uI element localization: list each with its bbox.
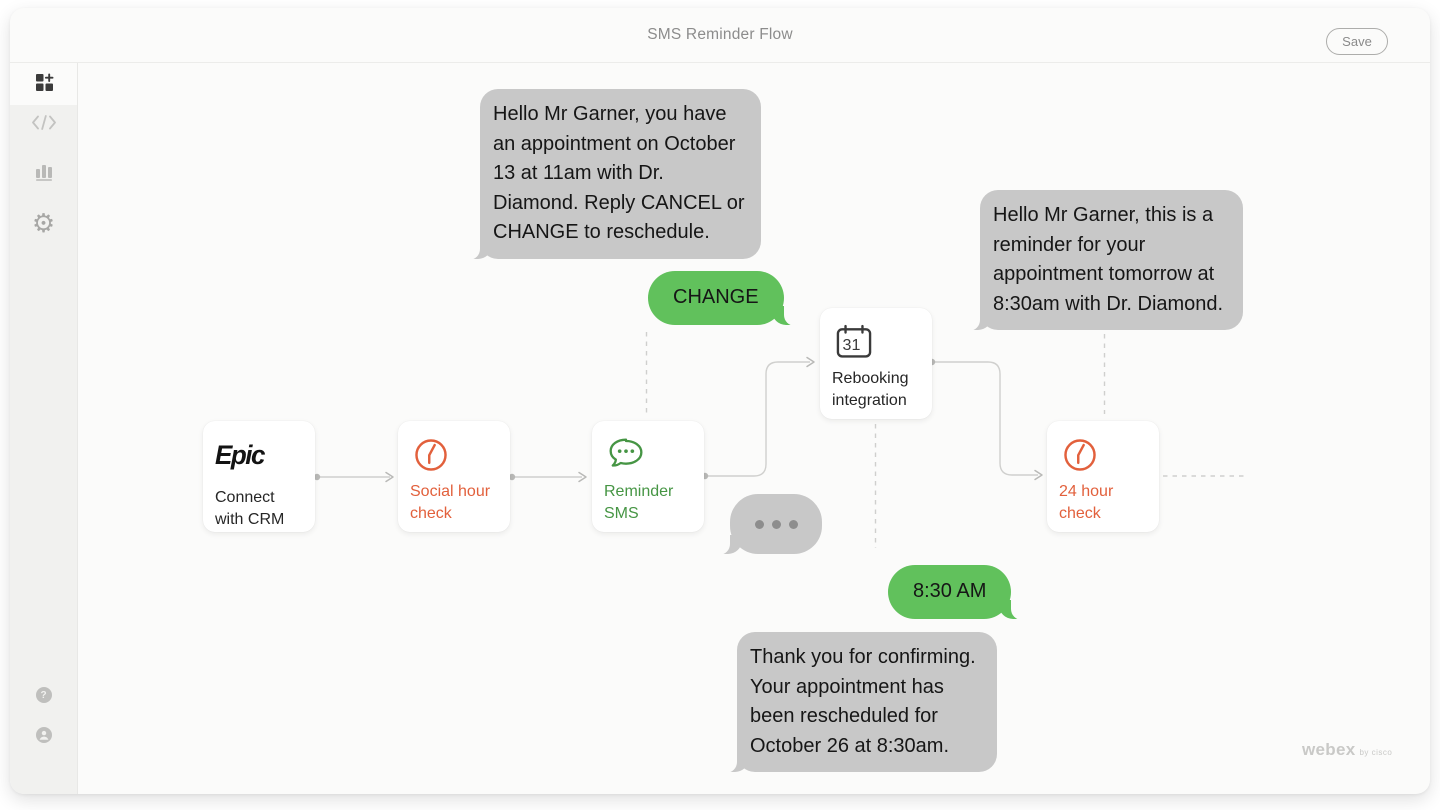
- node-label: Connect with CRM: [215, 489, 285, 528]
- analytics-icon: [33, 160, 55, 187]
- settings-gear-icon: ⚙: [31, 209, 56, 239]
- sidebar-item-analytics[interactable]: [10, 155, 77, 191]
- sms-bubble-received-3: Thank you for confirming. Your appointme…: [726, 632, 997, 773]
- clock-icon: [410, 434, 498, 478]
- sms-bubble-received-1: Hello Mr Garner, you have an appointment…: [469, 89, 761, 259]
- node-label: Reminder SMS: [604, 483, 674, 522]
- webex-cisco-logo: webex by cisco: [1302, 740, 1392, 760]
- page-title: SMS Reminder Flow: [647, 26, 793, 43]
- sms-bubble-received-2: Hello Mr Garner, this is a reminder for …: [969, 190, 1243, 331]
- node-label: 24 hour check: [1059, 483, 1114, 522]
- epic-logo: Epic: [215, 439, 265, 471]
- sms-bubble-sent-change: CHANGE: [648, 271, 795, 325]
- sidebar-item-code[interactable]: [10, 107, 77, 143]
- typing-indicator-bubble: [719, 494, 822, 555]
- sidebar-item-blocks[interactable]: [10, 63, 77, 105]
- save-button[interactable]: Save: [1326, 28, 1388, 55]
- clock-icon: [1059, 434, 1147, 478]
- chat-bubble-icon: [604, 434, 692, 478]
- node-rebooking-integration[interactable]: 31 Rebooking integration: [820, 308, 932, 419]
- webex-wordmark: webex: [1302, 740, 1356, 759]
- node-reminder-sms[interactable]: Reminder SMS: [592, 421, 704, 532]
- widgets-add-icon: [33, 71, 55, 98]
- by-cisco-wordmark: by cisco: [1359, 748, 1393, 757]
- user-icon: [35, 727, 52, 748]
- node-label: Social hour check: [410, 483, 491, 522]
- help-icon: ?: [35, 687, 52, 703]
- sidebar-help-button[interactable]: ?: [10, 687, 77, 703]
- node-social-hour-check[interactable]: Social hour check: [398, 421, 510, 532]
- typing-dot: [788, 519, 798, 529]
- node-connect-crm[interactable]: Epic Connect with CRM: [203, 421, 315, 532]
- sms-bubble-sent-830: 8:30 AM: [888, 565, 1023, 619]
- node-24-hour-check[interactable]: 24 hour check: [1047, 421, 1159, 532]
- sidebar: ⚙ ?: [10, 63, 78, 794]
- sidebar-item-settings[interactable]: ⚙: [10, 206, 77, 242]
- sidebar-user-button[interactable]: [10, 727, 77, 748]
- calendar-day: 31: [843, 336, 861, 354]
- calendar-icon: 31: [832, 321, 920, 365]
- top-bar: SMS Reminder Flow: [10, 8, 1430, 63]
- node-label: Rebooking integration: [832, 370, 909, 409]
- code-icon: [31, 114, 57, 136]
- typing-dot: [771, 519, 781, 529]
- typing-dot: [754, 519, 764, 529]
